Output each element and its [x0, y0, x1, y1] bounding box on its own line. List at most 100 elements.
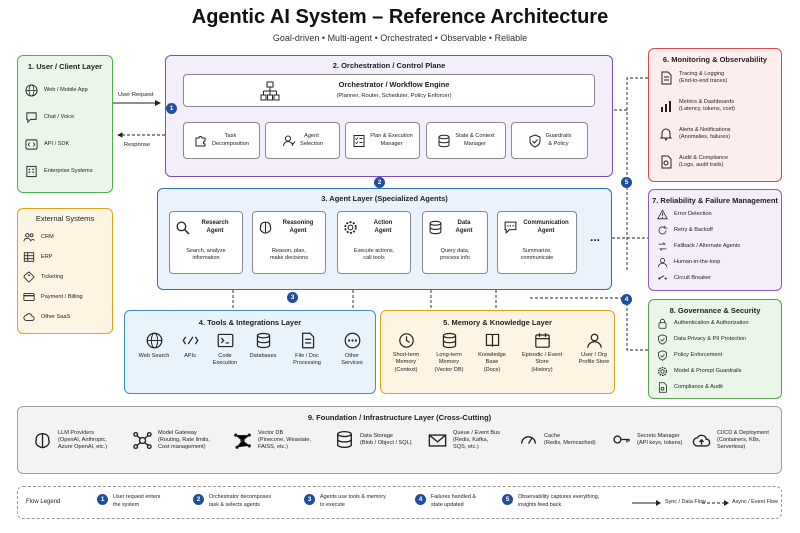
external-systems-panel: External Systems [17, 208, 113, 334]
async-flow-label: Async / Event Flow [732, 499, 778, 505]
page-title: Agentic AI System – Reference Architectu… [191, 6, 609, 28]
agent-name-line1: Communication [523, 220, 569, 226]
monitoring-title: 6. Monitoring & Observability [662, 55, 768, 64]
vector-network-icon [234, 433, 251, 449]
code-icon [25, 139, 38, 150]
legend-step-line2: insights feed back [518, 501, 562, 508]
legend-step-line2: state updated [431, 501, 464, 508]
database-icon [256, 332, 270, 349]
orchestrator-engine-box: Orchestrator / Workflow Engine (Planner,… [183, 74, 595, 107]
reliability-item-label: Circuit Breaker [674, 275, 711, 281]
legend-step-line2: task & selects agents [209, 501, 260, 508]
user-item-api: API / SDK [25, 138, 69, 151]
legend-step-line2: to execute [320, 501, 345, 508]
external-item-label: Payment / Billing [41, 293, 83, 300]
user-request-label: User Request [118, 92, 154, 98]
response-label: Response [124, 142, 151, 148]
monitoring-item-detail: (Latency, tokens, cost) [679, 106, 735, 112]
people-icon [23, 233, 35, 242]
lock-icon [658, 318, 667, 329]
monitoring-item-label: Tracing & Logging [679, 71, 725, 78]
circuit-breaker-icon [658, 275, 667, 280]
reliability-item: Retry & Backoff [657, 225, 713, 236]
globe-icon [146, 332, 162, 349]
foundation-item: Cache(Redis, Memcached) [519, 430, 596, 449]
chat-bubble-icon [504, 221, 517, 235]
foundation-label-line2: (OpenAI, Anthropic, [58, 436, 107, 443]
monitoring-item-audit: Audit & Compliance(Logs, audit trails) [659, 155, 728, 169]
foundation-label-line3: FAISS, etc.) [258, 443, 288, 450]
bell-icon [659, 128, 673, 141]
agent-desc-line2: communicate [520, 255, 554, 262]
legend-step-badge: 3 [304, 494, 315, 505]
foundation-label-line1: Cache [544, 432, 561, 439]
module-label-line1: Task [224, 133, 237, 140]
agent-layer-title: 3. Agent Layer (Specialized Agents) [321, 194, 448, 203]
monitoring-panel: 6. Monitoring & Observability Tracing & … [648, 48, 782, 182]
checklist-icon [353, 134, 365, 147]
foundation-label-line1: Data Storage [360, 432, 393, 439]
globe-icon [25, 84, 38, 97]
tool-label-line2: Services [341, 360, 363, 367]
orchestrator-engine-subtitle: (Planner, Router, Scheduler, Policy Enfo… [336, 93, 452, 99]
page-subtitle: Goal-driven • Multi-agent • Orchestrated… [272, 33, 528, 43]
monitoring-item-label: Metrics & Dashboards [679, 99, 735, 106]
monitoring-item-metrics: Metrics & Dashboards(Latency, tokens, co… [659, 99, 735, 113]
external-item-label: Ticketing [41, 273, 64, 280]
brain-icon [259, 221, 272, 234]
agent-desc-line1: Search, analyze [186, 248, 226, 254]
governance-item-label: Authentication & Authorization [674, 320, 749, 326]
more-agents-ellipsis: ... [590, 230, 601, 244]
reliability-item-label: Fallback / Alternate Agents [674, 243, 741, 249]
tool-label-line2: Processing [293, 360, 321, 367]
legend-step-line1: Agents use tools & memory [320, 494, 386, 500]
reliability-item-label: Human-in-the-loop [674, 259, 721, 265]
ticket-icon [23, 271, 35, 283]
credit-card-icon [23, 293, 35, 301]
governance-item: Policy Enforcement [657, 350, 722, 361]
legend-step: 5 Observability captures everything,insig… [502, 494, 599, 510]
monitoring-item-label: Audit & Compliance [679, 155, 729, 162]
foundation-item: LLM Providers(OpenAI, Anthropic,Azure Op… [33, 430, 107, 451]
legend-step-badge: 1 [97, 494, 108, 505]
governance-item-label: Compliance & Audit [674, 384, 723, 390]
agent-desc-line2: process info [440, 255, 470, 262]
foundation-label-line3: SQS, etc.) [453, 443, 479, 450]
orchestrator-engine-title: Orchestrator / Workflow Engine [338, 80, 450, 89]
memory-label-line1: User / Org [581, 352, 607, 358]
clock-icon [398, 333, 414, 348]
legend-step-badge: 4 [415, 494, 426, 505]
brain-icon [35, 433, 50, 449]
memory-title: 5. Memory & Knowledge Layer [443, 318, 552, 327]
user-item-chat: Chat / Voice [25, 111, 74, 124]
calendar-icon [534, 333, 550, 348]
external-item: CRM [23, 231, 54, 243]
cache-speed-icon [521, 436, 536, 444]
tool-label-line1: Other [344, 353, 359, 359]
legend-step-line1: Observability captures everything, [518, 494, 600, 500]
foundation-label-line2: (API keys, tokens) [637, 439, 683, 446]
agent-desc-line2: make decisions [270, 255, 308, 262]
external-item-label: Other SaaS [41, 313, 71, 320]
monitoring-item-tracing: Tracing & Logging(End-to-end traces) [659, 71, 727, 85]
reliability-item: Fallback / Alternate Agents [657, 241, 740, 252]
event-bus-icon [428, 434, 447, 447]
book-icon [485, 333, 499, 347]
foundation-panel: 9. Foundation / Infrastructure Layer (Cr… [17, 406, 782, 474]
tool-item: Web Search [132, 332, 176, 360]
external-item-label: ERP [41, 253, 53, 260]
agent-name-line2: Agent [206, 227, 224, 234]
legend-step-badge: 5 [502, 494, 513, 505]
governance-item: Authentication & Authorization [657, 318, 749, 329]
agent-name-line2: Agent [289, 227, 307, 234]
foundation-label-line1: Model Gateway [158, 430, 197, 436]
user-layer-title: 1. User / Client Layer [27, 62, 103, 71]
module-label-line1: State & Context [455, 133, 495, 140]
module-label-line2: Manager [463, 140, 487, 147]
foundation-label-line2: (Pinecone, Weaviate, [258, 436, 312, 443]
puzzle-icon [195, 135, 206, 146]
orchestration-title: 2. Orchestration / Control Plane [332, 61, 446, 70]
